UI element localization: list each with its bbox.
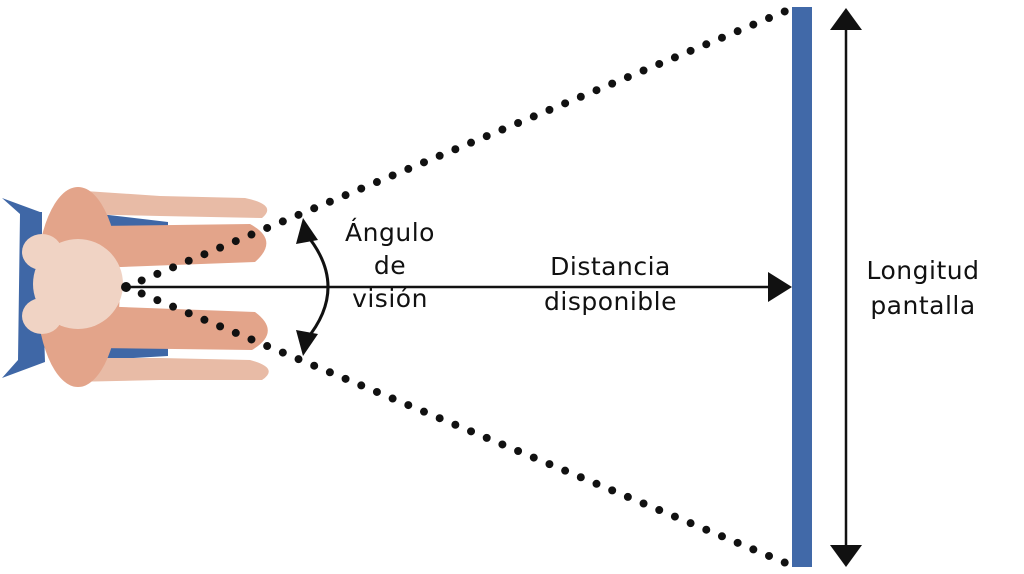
angle-arc xyxy=(296,218,330,356)
sight-line-bottom xyxy=(122,283,797,570)
legs xyxy=(95,224,268,350)
angle-label-line-2: de xyxy=(373,251,407,280)
angle-of-vision-label: Ángulo de visión xyxy=(335,220,445,319)
arms xyxy=(70,190,269,382)
head xyxy=(33,239,123,329)
angle-label-line-3: visión xyxy=(352,284,428,313)
distance-arrow xyxy=(128,272,792,302)
angle-label-line-1: Ángulo xyxy=(345,218,435,247)
distance-label-line-1: Distancia xyxy=(550,252,671,281)
viewer-figure xyxy=(2,187,269,387)
screen-length-label: Longitud pantalla xyxy=(848,258,998,328)
length-label-line-2: pantalla xyxy=(870,291,976,320)
distance-label-line-2: disponible xyxy=(544,287,677,316)
sight-line-top xyxy=(122,4,797,291)
length-arrow xyxy=(830,8,862,567)
available-distance-label: Distancia disponible xyxy=(528,254,693,324)
screen xyxy=(792,7,812,567)
length-label-line-1: Longitud xyxy=(866,256,980,285)
